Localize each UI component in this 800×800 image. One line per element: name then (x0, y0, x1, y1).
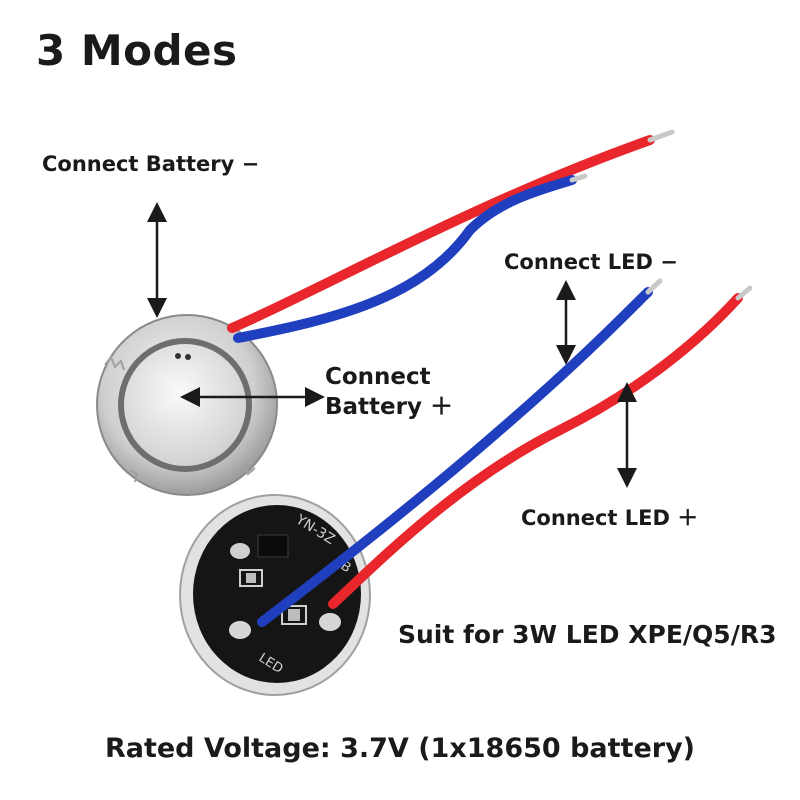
led-negative-wire (257, 287, 653, 627)
battery-positive-pad (118, 338, 252, 472)
ic-chip (257, 534, 289, 558)
label-battery-positive-line2: Battery ＋ (325, 394, 453, 420)
battery-negative-wire (227, 135, 655, 333)
driver-board-front: YN-3Z LED B (179, 494, 371, 696)
led-wires (257, 278, 753, 627)
rated-voltage-text: Rated Voltage: 3.7V (1x18650 battery) (104, 733, 696, 764)
battery-wires (227, 129, 675, 343)
suit-for-led-text: Suit for 3W LED XPE/Q5/R3 (398, 620, 777, 649)
pointer-arrows (147, 202, 637, 488)
led-positive-wire (328, 293, 743, 609)
driver-board-back (96, 314, 278, 496)
page-title: 3 Modes (36, 26, 238, 75)
label-battery-positive: Connect Battery ＋ (325, 362, 453, 422)
label-led-negative: Connect LED − (504, 250, 678, 274)
battery-blue-wire (233, 175, 577, 343)
label-led-positive: Connect LED ＋ (521, 506, 699, 530)
label-battery-positive-line1: Connect (325, 364, 431, 390)
label-battery-negative: Connect Battery − (42, 152, 260, 176)
